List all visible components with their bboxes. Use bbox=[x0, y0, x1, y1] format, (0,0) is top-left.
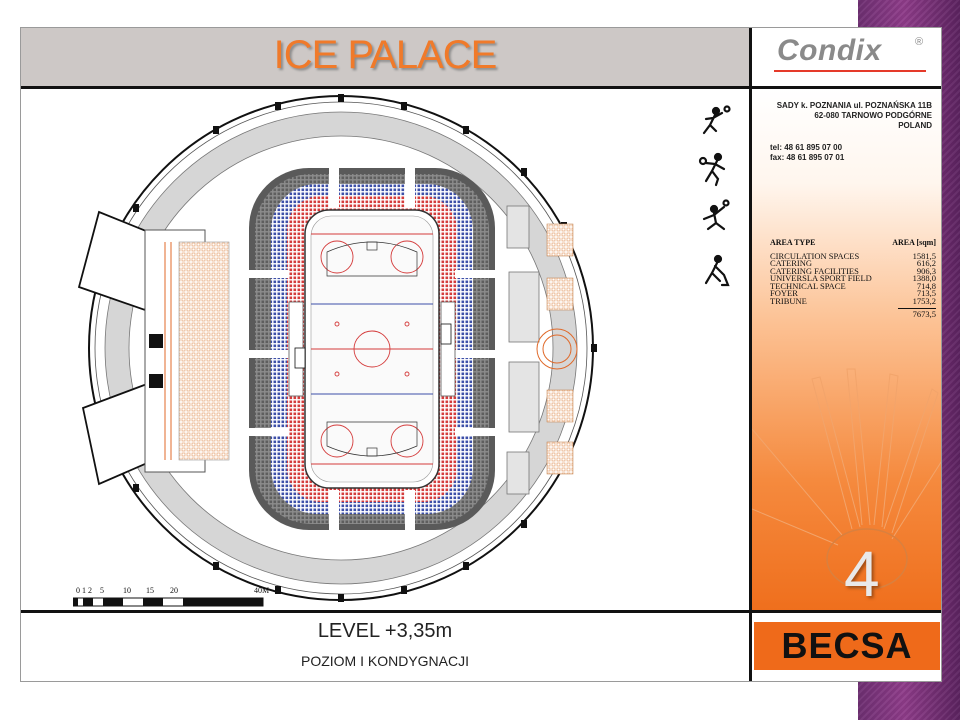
scale-label: 40M bbox=[254, 586, 270, 595]
area-value-cell: 714,8 bbox=[916, 280, 936, 291]
scale-label: 10 bbox=[123, 586, 131, 595]
col-area-sqm: AREA [sqm] bbox=[892, 238, 936, 247]
table-row: CATERING FACILITIES 906,3 bbox=[770, 265, 936, 276]
area-value-cell: 713,5 bbox=[916, 288, 936, 298]
volleyball-icon bbox=[702, 199, 730, 231]
col-area-type: AREA TYPE bbox=[770, 238, 816, 247]
address-line-2: 62-080 TARNOWO PODGÓRNE bbox=[814, 111, 932, 120]
scale-label: 1 bbox=[82, 586, 86, 595]
basketball-icon bbox=[698, 152, 726, 187]
table-row: FOYER 713,5 bbox=[770, 288, 936, 298]
area-total: 7673,5 bbox=[898, 308, 936, 319]
table-row: CIRCULATION SPACES 1581,5 bbox=[770, 250, 936, 261]
table-row: TRIBUNE 1753,2 bbox=[770, 295, 936, 306]
logo-registered-mark: ® bbox=[915, 36, 924, 48]
area-type-cell: CIRCULATION SPACES bbox=[770, 250, 860, 261]
condix-logo: Condix ® bbox=[752, 28, 941, 86]
divider-top bbox=[21, 86, 941, 89]
contact-block: tel: 48 61 895 07 00 fax: 48 61 895 07 0… bbox=[770, 143, 844, 163]
address-line-1: SADY k. POZNANIA ul. POZNAŃSKA 11B bbox=[776, 101, 932, 110]
info-panel: SADY k. POZNANIA ul. POZNAŃSKA 11B 62-08… bbox=[752, 89, 941, 610]
handball-icon bbox=[702, 105, 731, 135]
area-type-cell: TRIBUNE bbox=[770, 295, 807, 306]
area-table-header: AREA TYPE AREA [sqm] bbox=[770, 239, 936, 247]
area-value-cell: 1388,0 bbox=[912, 273, 936, 283]
divider-vertical bbox=[749, 28, 752, 681]
table-row: CATERING 616,2 bbox=[770, 258, 936, 268]
page-title: ICE PALACE bbox=[273, 33, 498, 77]
area-type-cell: CATERING FACILITIES bbox=[770, 265, 859, 276]
becsa-logo: BECSA bbox=[754, 622, 940, 670]
area-table: AREA TYPE AREA [sqm] CIRCULATION SPACES 1… bbox=[770, 239, 936, 319]
level-title: LEVEL +3,35m bbox=[317, 620, 453, 642]
table-row: UNIVERSLA SPORT FIELD 1388,0 bbox=[770, 273, 936, 283]
table-row: TECHNICAL SPACE 714,8 bbox=[770, 280, 936, 291]
scale-label: 20 bbox=[170, 586, 178, 595]
title-band: ICE PALACE bbox=[21, 28, 749, 86]
area-value-cell: 1581,5 bbox=[912, 250, 936, 261]
scale-label: 5 bbox=[100, 586, 104, 595]
area-type-cell: CATERING bbox=[770, 258, 813, 268]
hockey-icon bbox=[704, 254, 730, 287]
level-subtitle: POZIOM I KONDYGNACJI bbox=[300, 653, 469, 669]
logo-underline bbox=[774, 70, 926, 72]
tel-line: tel: 48 61 895 07 00 bbox=[770, 143, 843, 152]
area-type-cell: TECHNICAL SPACE bbox=[770, 280, 846, 291]
scale-bar bbox=[73, 597, 264, 607]
address-block: SADY k. POZNANIA ul. POZNAŃSKA 11B 62-08… bbox=[752, 101, 932, 131]
scale-label: 0 bbox=[76, 586, 80, 595]
area-type-cell: UNIVERSLA SPORT FIELD bbox=[770, 273, 872, 283]
scale-label: 15 bbox=[146, 586, 154, 595]
area-value-cell: 616,2 bbox=[916, 258, 936, 268]
logo-name: Condix bbox=[777, 34, 882, 67]
page-number: 4 bbox=[844, 538, 880, 610]
arena-floor-plan bbox=[77, 94, 597, 602]
area-value-cell: 1753,2 bbox=[912, 295, 936, 306]
sunburst-decoration bbox=[752, 368, 941, 590]
area-value-cell: 906,3 bbox=[916, 265, 936, 276]
fax-line: fax: 48 61 895 07 01 bbox=[770, 153, 845, 162]
area-type-cell: FOYER bbox=[770, 288, 798, 298]
sport-icons bbox=[698, 105, 731, 287]
scale-label: 2 bbox=[88, 586, 92, 595]
divider-bottom bbox=[21, 610, 941, 613]
address-line-3: POLAND bbox=[898, 121, 932, 130]
drawing-sheet: ICE PALACE Condix ® SADY k. POZNANIA ul.… bbox=[20, 27, 942, 682]
